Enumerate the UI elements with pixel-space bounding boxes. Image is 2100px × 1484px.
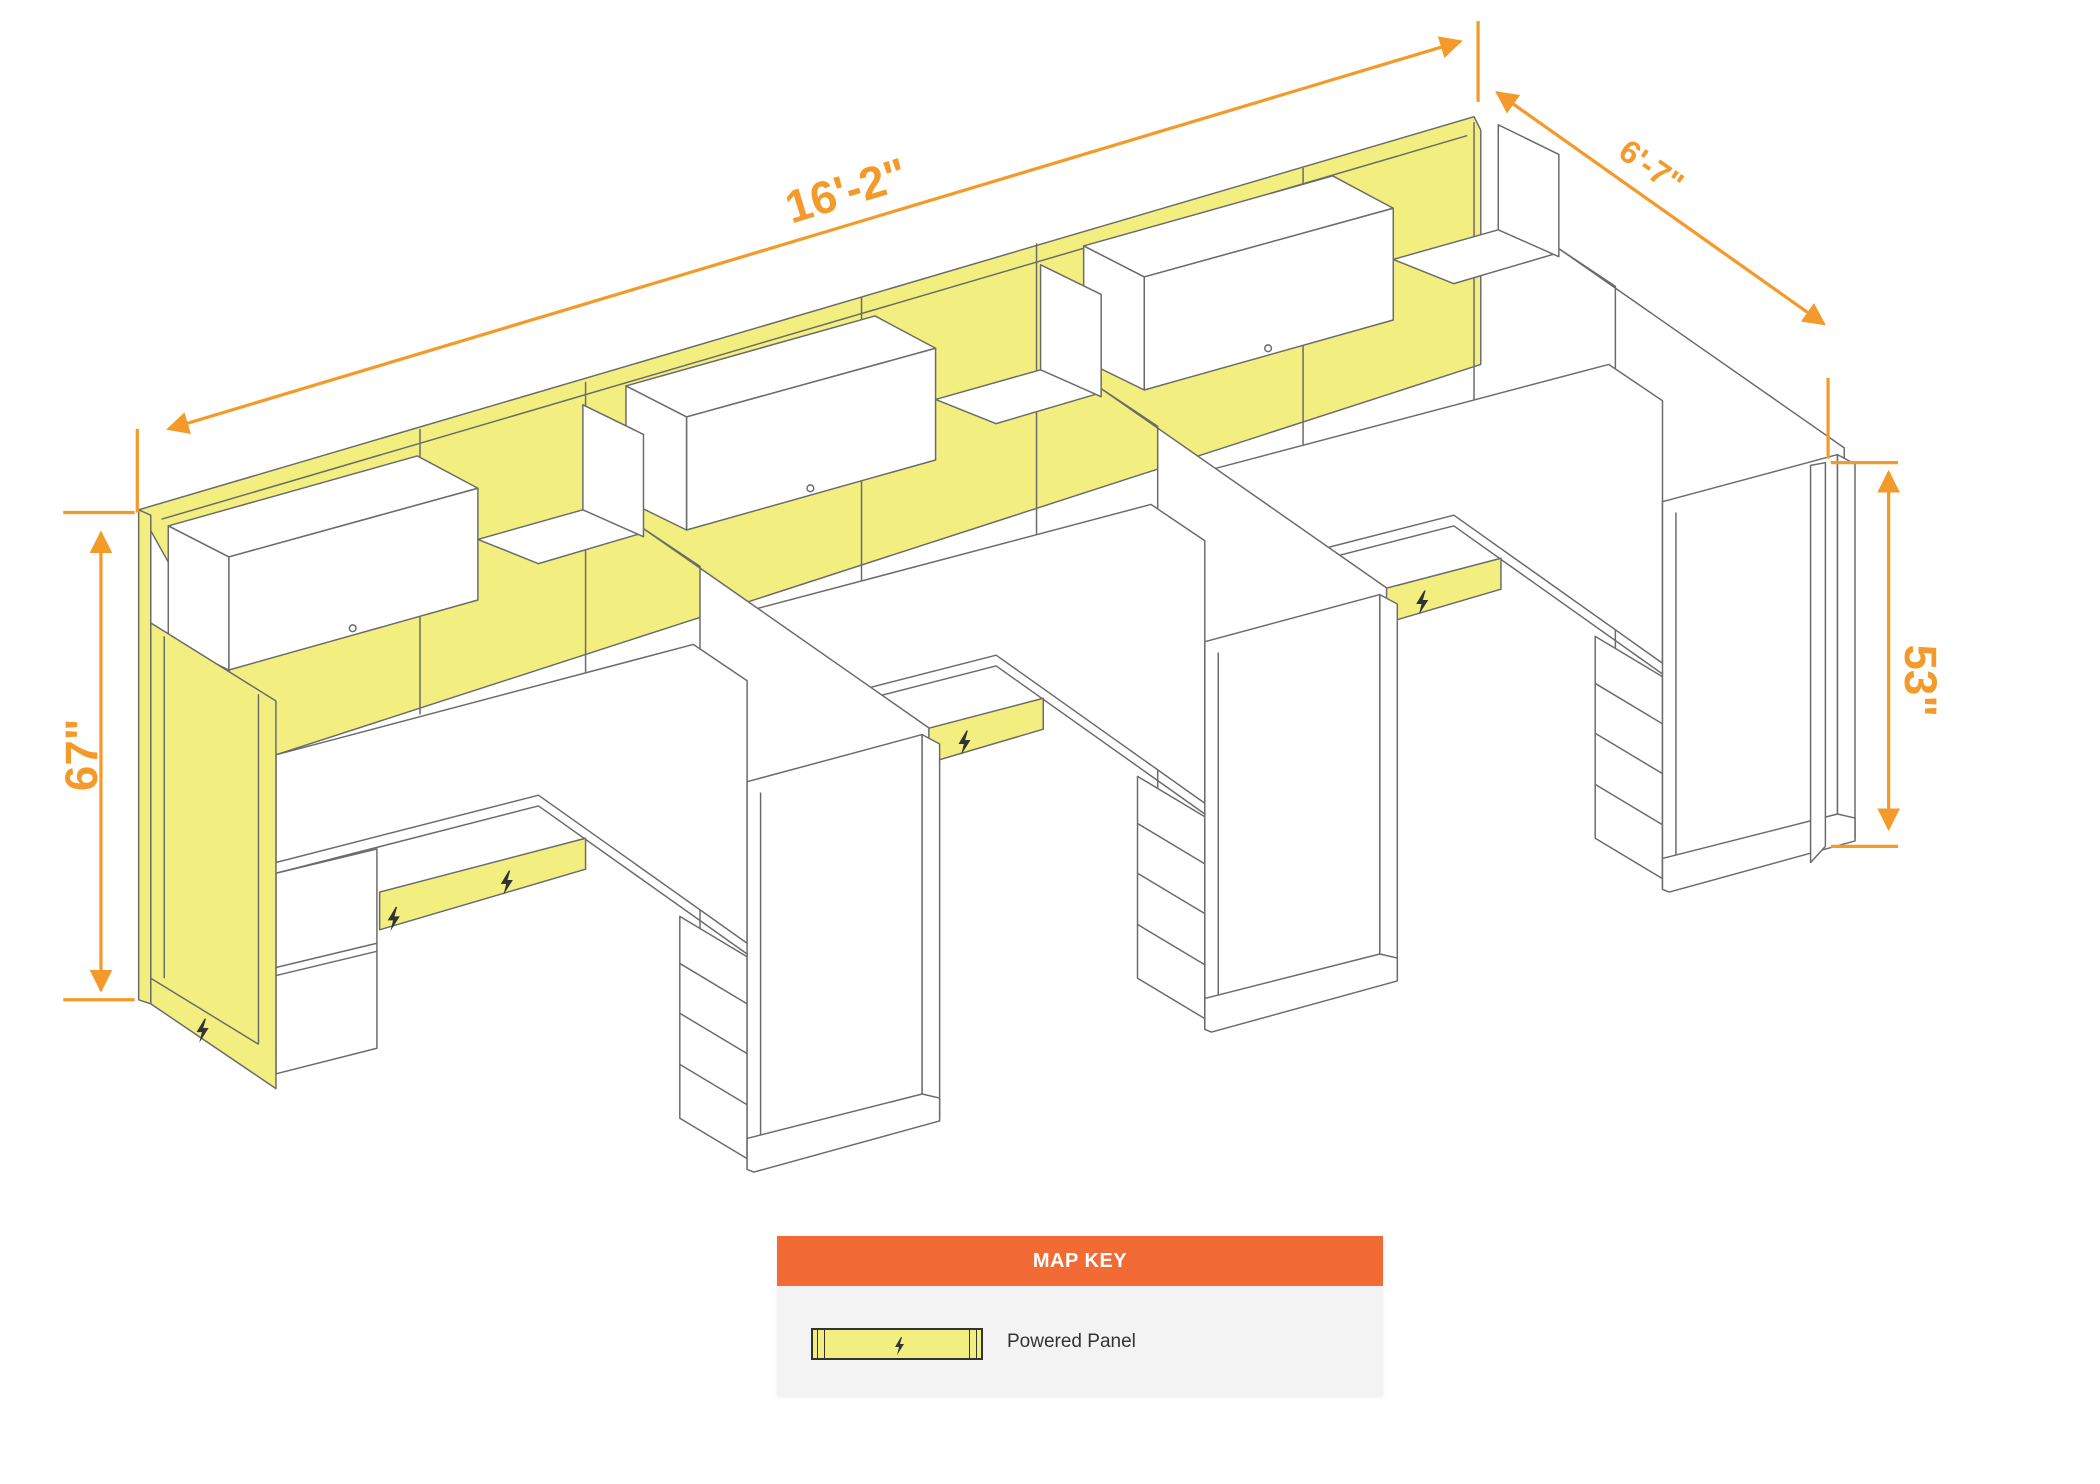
hutch-shelf bbox=[477, 404, 645, 565]
short-height-label: 53" bbox=[1895, 644, 1946, 717]
tall-height-label: 67" bbox=[56, 718, 107, 791]
map-key: MAP KEY Powered Panel bbox=[777, 1236, 1383, 1396]
end-panel bbox=[1204, 593, 1399, 1033]
lightning-bolt-icon bbox=[895, 1337, 904, 1355]
left-end-panel bbox=[137, 509, 277, 1090]
dimension-tall-height: 67" bbox=[56, 510, 135, 1002]
powered-panel-label: Powered Panel bbox=[1007, 1331, 1136, 1352]
box-file-pedestal bbox=[1594, 635, 1664, 880]
right-end-panel bbox=[1809, 461, 1827, 864]
file-pedestal bbox=[275, 848, 378, 1075]
map-key-body: Powered Panel bbox=[777, 1286, 1383, 1396]
box-file-pedestal bbox=[679, 915, 748, 1160]
overhead-hutch bbox=[167, 455, 479, 671]
end-panel bbox=[746, 733, 941, 1173]
map-key-title: MAP KEY bbox=[777, 1236, 1383, 1286]
box-file-pedestal bbox=[1136, 775, 1206, 1020]
workstation-cube bbox=[167, 404, 941, 1173]
depth-label: 6'-7" bbox=[1612, 132, 1690, 201]
powered-panel-swatch bbox=[811, 1328, 983, 1360]
desk-edge bbox=[275, 805, 748, 955]
end-panel bbox=[1661, 453, 1856, 893]
powered-raceway bbox=[378, 837, 587, 931]
width-label: 16'-2" bbox=[779, 148, 913, 233]
hutch-lock-icon bbox=[806, 484, 815, 493]
hutch-lock-icon bbox=[348, 624, 357, 633]
dimension-short-height: 53" bbox=[1826, 377, 1946, 848]
